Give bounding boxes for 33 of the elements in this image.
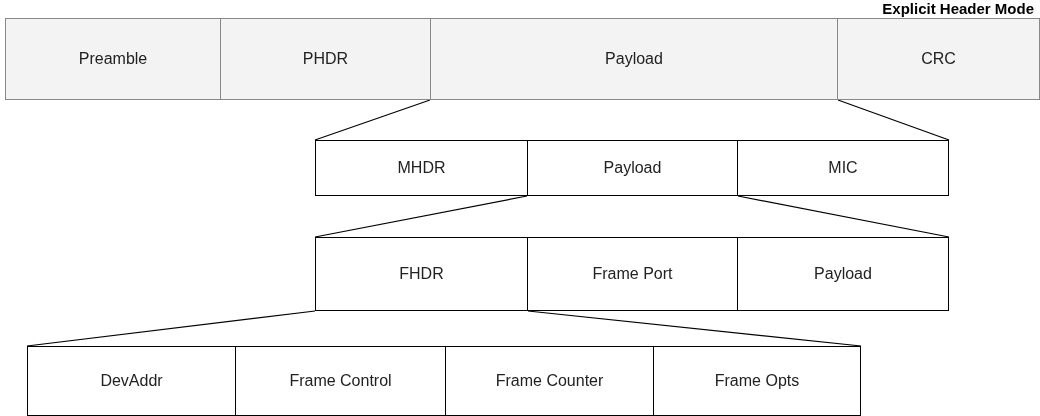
field-box [527,237,738,311]
field-box [220,18,431,100]
field-box [737,140,949,196]
field-box [235,346,446,416]
field-name: FHDR [399,265,444,283]
field-name: Frame Port [592,265,673,283]
field-box [653,346,861,416]
field-box [5,18,221,100]
field-name: PHDR [302,50,349,68]
field-box [527,140,738,196]
expansion-line [314,99,431,141]
field-name: Payload [814,265,872,283]
field-name: Frame Opts [714,372,800,390]
field-name: Preamble [78,50,148,68]
expansion-line [837,99,950,141]
field-name: Frame Control [289,372,392,390]
field-name: CRC [921,50,956,68]
field-name: Frame Counter [495,372,604,390]
field-name: Payload [605,50,663,68]
field-name: Payload [603,159,662,177]
field-name: DevAddr [100,372,163,390]
field-box [315,237,528,311]
field-box [27,346,236,416]
field-box [315,140,528,196]
field-box [430,18,838,100]
field-name: MIC [828,159,858,177]
field-box [837,18,1040,100]
field-box [737,237,949,311]
diagram-title: Explicit Header Mode [882,0,1034,17]
field-name: MHDR [397,159,446,177]
expansion-line [737,195,950,238]
field-box [445,346,654,416]
expansion-line [314,195,528,238]
